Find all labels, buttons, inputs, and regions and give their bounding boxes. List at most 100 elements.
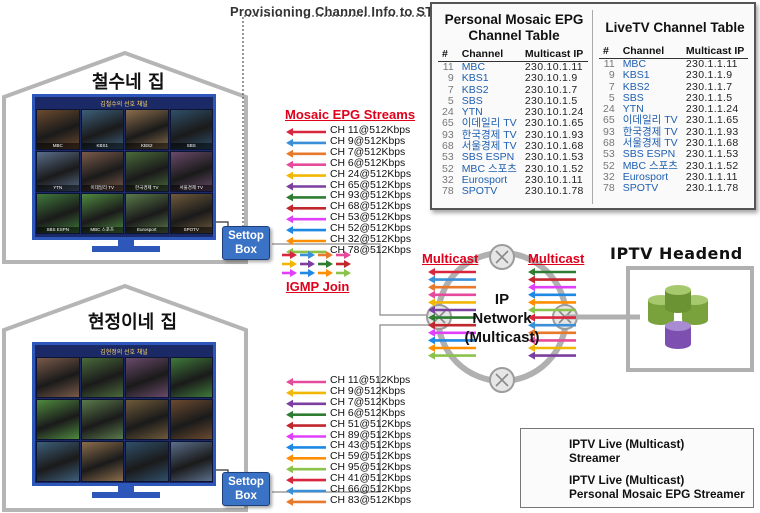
mosaic-tile-label: KBS1 — [81, 143, 123, 149]
mosaic-tile-label: 한국경제 TV — [126, 185, 168, 191]
stream-arrowhead — [428, 290, 435, 299]
channel-name-cell: SBS — [461, 94, 483, 107]
mosaic-tile: SBS — [169, 109, 213, 150]
livetv-table-title: LiveTV Channel Table — [605, 20, 745, 35]
mosaic-tile — [80, 399, 124, 440]
channel-name-cell: MBC — [622, 58, 647, 70]
channel-number-cell: 52 — [442, 162, 454, 175]
multicast-arrows — [428, 268, 576, 360]
multicast-ip-cell: 230.1.1.53 — [685, 148, 739, 161]
channel-name-cell: SBS ESPN — [461, 151, 515, 164]
stream-arrowhead — [286, 465, 293, 474]
igmp-join-arrows — [282, 251, 351, 277]
purple-streamer-icon — [665, 321, 691, 349]
mosaic-tile-label: MBC — [37, 143, 79, 149]
stream-arrowhead — [428, 275, 435, 284]
stream-arrowhead — [286, 182, 293, 191]
stream-arrowhead — [286, 128, 293, 136]
mosaic-tile: KBS1 — [80, 109, 124, 150]
channel-tables-panel: Personal Mosaic EPG Channel Table #Chann… — [430, 2, 756, 210]
channel-name-cell: SBS ESPN — [622, 148, 676, 161]
stream-arrowhead — [286, 388, 293, 397]
channel-number-cell: 68 — [442, 140, 454, 153]
tv-2-base — [92, 492, 160, 498]
channel-name-cell: 이데일리 TV — [622, 114, 678, 127]
tv-1-base — [92, 246, 160, 252]
channel-name-cell: SPOTV — [622, 182, 659, 195]
house-1-stream-arrows — [286, 128, 326, 256]
stream-arrowhead — [290, 260, 297, 268]
channel-name-cell: KBS1 — [461, 72, 489, 85]
stream-arrowhead — [528, 321, 535, 330]
stream-arrowhead — [344, 269, 351, 277]
channel-name-cell: KBS1 — [622, 69, 650, 82]
stream-arrowhead — [286, 378, 293, 386]
multicast-ip-cell: 230.10.1.5 — [524, 94, 578, 107]
channel-name-cell: Eurosport — [461, 173, 508, 186]
legend-item-2: IPTV Live (Multicast) Personal Mosaic EP… — [569, 473, 745, 501]
stream-label: CH 95@512Kbps — [330, 462, 412, 474]
channel-number-cell: 32 — [603, 170, 615, 183]
multicast-ip-cell: 230.1.1.52 — [685, 159, 739, 172]
mosaic-tile: KBS2 — [125, 109, 169, 150]
stream-arrowhead — [428, 351, 435, 360]
channel-number-cell: 93 — [442, 128, 454, 141]
stream-arrowhead — [286, 399, 293, 408]
stream-arrowhead — [326, 260, 333, 268]
house-2-stream-arrows — [286, 378, 326, 506]
channel-name-cell: SBS — [622, 91, 644, 104]
stream-label: CH 52@512Kbps — [330, 223, 412, 235]
tv-2-screen: 김현정의 선호 채널 — [32, 342, 216, 486]
stream-label: CH 9@512Kbps — [330, 135, 406, 147]
stream-label: CH 89@512Kbps — [330, 429, 412, 441]
ip-network-label: IP Network (Multicast) — [464, 291, 540, 346]
channel-name-cell: 한국경제 TV — [622, 125, 678, 138]
stream-arrowhead — [286, 193, 293, 202]
stream-label: CH 9@512Kbps — [330, 385, 406, 397]
stream-arrowhead — [286, 149, 293, 158]
channel-number-cell: 5 — [608, 91, 615, 104]
multicast-ip-cell: 230.1.1.5 — [685, 91, 733, 104]
table-divider — [592, 10, 593, 204]
stream-arrowhead — [286, 476, 293, 485]
channel-name-cell: MBC — [461, 61, 486, 73]
multicast-ip-cell: 230.10.1.24 — [524, 106, 584, 119]
stream-arrowhead — [528, 344, 535, 352]
iptv-headend-title: IPTV Headend — [610, 244, 743, 263]
channel-name-cell: 서울경제 TV — [622, 137, 678, 150]
channel-number-cell: 93 — [603, 125, 615, 138]
house-1-outline — [2, 50, 248, 264]
multicast-ip-cell: 230.10.1.65 — [524, 117, 584, 130]
stream-label: CH 7@512Kbps — [330, 396, 406, 408]
mosaic-tile-label: SBS ESPN — [37, 227, 79, 233]
multicast-ip-cell: 230.10.1.53 — [524, 151, 584, 164]
mosaic-tile — [169, 357, 213, 398]
stream-arrowhead — [528, 290, 535, 299]
stream-arrowhead — [528, 268, 535, 276]
multicast-ip-cell: 230.10.1.68 — [524, 140, 584, 153]
stream-arrowhead — [286, 138, 293, 147]
stream-arrowhead — [528, 336, 535, 345]
channel-number-cell: 24 — [442, 106, 454, 119]
stream-arrowhead — [286, 410, 293, 419]
mosaic-tile — [125, 441, 169, 482]
settop-1-network-line — [272, 243, 440, 316]
channel-number-cell: 65 — [442, 117, 454, 130]
table-header-cell: Channel — [618, 44, 682, 59]
mosaic-tile-label: MBC 스포츠 — [81, 227, 123, 233]
